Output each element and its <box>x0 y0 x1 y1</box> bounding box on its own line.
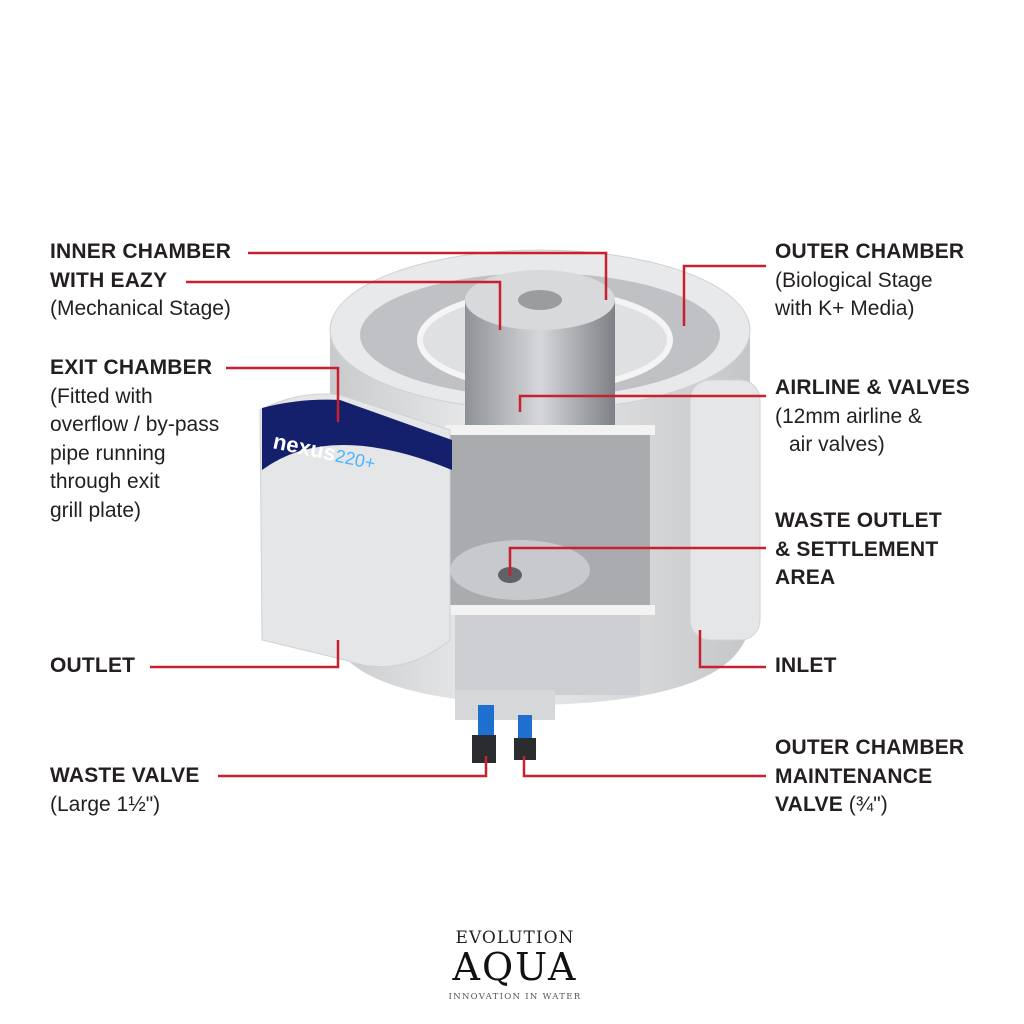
label-exit-chamber: EXIT CHAMBER (Fitted with overflow / by-… <box>50 356 220 522</box>
label-airline: AIRLINE & VALVES (12mm airline & air val… <box>775 376 970 456</box>
leader-lines <box>150 251 766 778</box>
leader-exit-chamber <box>226 366 340 422</box>
label-inner-chamber: INNER CHAMBER WITH EAZY (Mechanical Stag… <box>50 240 232 320</box>
waste-valve-icon <box>478 705 494 735</box>
label-waste-outlet: WASTE OUTLET & SETTLEMENT AREA <box>775 509 942 589</box>
leader-waste-outlet <box>508 546 766 576</box>
filter-body <box>259 249 761 763</box>
leader-airline <box>518 394 766 412</box>
label-maintenance-valve: OUTER CHAMBER MAINTENANCE VALVE (¾") <box>775 736 965 816</box>
leader-maintenance-valve <box>522 756 766 778</box>
label-outlet: OUTLET <box>50 654 136 677</box>
product-badge <box>262 399 452 470</box>
label-waste-valve: WASTE VALVE (Large 1½") <box>50 764 200 816</box>
maintenance-valve-icon <box>518 715 532 739</box>
leader-eazy <box>186 280 502 330</box>
label-inlet: INLET <box>775 654 837 677</box>
leader-inner-chamber <box>248 251 608 300</box>
evolution-aqua-logo: EVOLUTION AQUA INNOVATION IN WATER <box>448 928 582 1002</box>
leader-outer-chamber <box>682 264 766 326</box>
leader-inlet <box>698 630 766 669</box>
leader-outlet <box>150 640 340 669</box>
leader-waste-valve <box>218 756 488 778</box>
label-outer-chamber: OUTER CHAMBER (Biological Stage with K+ … <box>775 240 965 320</box>
